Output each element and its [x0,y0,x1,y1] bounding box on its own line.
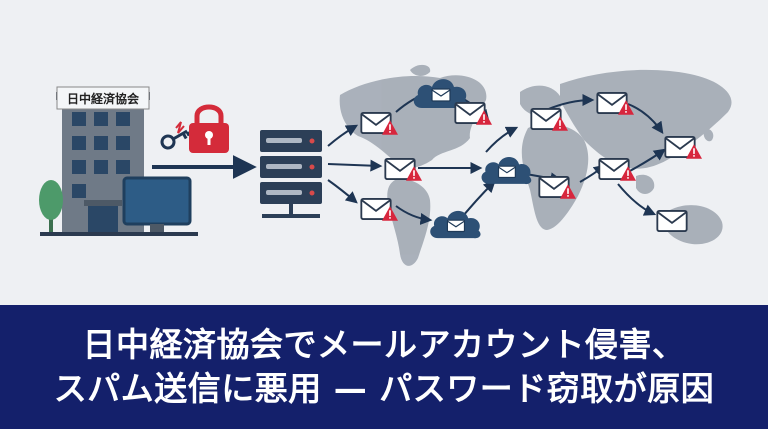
padlock-icon [189,104,229,153]
server-icon [260,130,322,218]
headline-banner: 日中経済協会でメールアカウント侵害、 スパム送信に悪用 — パスワード窃取が原因 [0,305,768,429]
cloud-icon [429,210,482,239]
org-name: 日中経済協会 [67,91,140,106]
headline-line-1: 日中経済協会でメールアカウント侵害、 [82,325,686,364]
ground-line [40,232,198,236]
org-sign: 日中経済協会 [56,86,150,110]
headline-line-2: スパム送信に悪用 — パスワード窃取が原因 [53,369,715,408]
envelope-icon [656,210,688,232]
spam-envelope [656,210,688,232]
spam-envelope [530,108,568,131]
monitor-icon [122,176,192,232]
spark-icon [175,121,185,134]
key-icon [160,129,191,150]
illustration: 日中経済協会 [39,64,732,266]
tree-icon [39,180,63,234]
spam-envelope [454,102,492,125]
spam-envelope [664,136,702,159]
